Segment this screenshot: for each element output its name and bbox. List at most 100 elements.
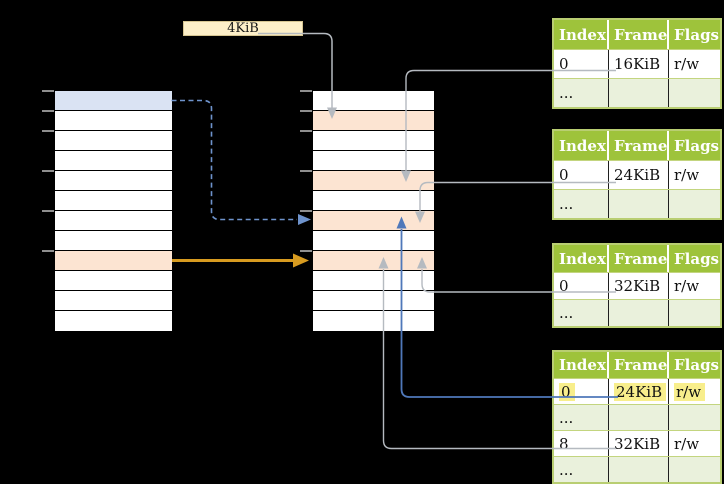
cell-index: ... (554, 190, 609, 218)
highlight-frame: 24KiB (614, 382, 667, 401)
cell-frame: 32KiB (609, 431, 669, 456)
memory-cell (55, 271, 172, 291)
table-row: 8 32KiB r/w (554, 430, 720, 456)
cell-index: ... (554, 79, 609, 107)
cell-frame (609, 79, 669, 107)
address-tick (42, 250, 54, 252)
header-index: Index (554, 352, 609, 378)
cell-index: ... (554, 405, 609, 430)
page-table-4: Index Frame Flags 0 24KiB r/w ... 8 32Ki… (552, 350, 722, 484)
header-index: Index (554, 20, 609, 49)
cell-frame: 32KiB (609, 273, 669, 299)
cell-flags: r/w (674, 166, 700, 184)
header-frame: Frame (609, 245, 669, 272)
cell-flags: r/w (669, 379, 720, 404)
cell-flags (669, 79, 720, 107)
table-header-row: Index Frame Flags (554, 20, 720, 49)
physical-memory-column (312, 90, 435, 332)
highlight-index: 0 (559, 382, 575, 401)
memory-cell (55, 211, 172, 231)
memory-cell (313, 131, 434, 151)
memory-cell (313, 251, 434, 271)
address-tick (300, 210, 312, 212)
header-index: Index (554, 131, 609, 160)
memory-cell (55, 251, 172, 271)
highlight-flags: r/w (674, 382, 706, 401)
table-row-ellipsis: ... (554, 456, 720, 482)
memory-cell (55, 171, 172, 191)
memory-cell (55, 131, 172, 151)
memory-cell (313, 311, 434, 331)
cell-frame: 24KiB (609, 379, 669, 404)
memory-cell (313, 191, 434, 211)
cell-index: 0 (554, 379, 609, 404)
address-tick (42, 90, 54, 92)
cell-flags: r/w (674, 277, 700, 295)
virtual-memory-address-ticks (42, 90, 54, 334)
cell-flags (669, 405, 720, 430)
table-header-row: Index Frame Flags (554, 245, 720, 272)
table-row: 0 32KiB r/w (554, 272, 720, 299)
cell-index: ... (554, 457, 609, 482)
page-table-2: Index Frame Flags 0 24KiB r/w ... (552, 129, 722, 220)
table-row: 0 16KiB r/w (554, 49, 720, 78)
memory-cell (55, 91, 172, 111)
physical-memory-address-ticks (300, 90, 312, 334)
header-flags: Flags (674, 356, 719, 374)
connector-page32kib-to-frame-32kib (172, 253, 309, 268)
cell-index: 0 (554, 273, 609, 299)
table-row-ellipsis: ... (554, 404, 720, 430)
memory-cell (313, 111, 434, 131)
header-frame: Frame (609, 20, 669, 49)
address-tick (42, 170, 54, 172)
cell-frame (609, 405, 669, 430)
table-header-row: Index Frame Flags (554, 352, 720, 378)
header-flags: Flags (674, 249, 719, 268)
address-tick (42, 210, 54, 212)
table-row-ellipsis: ... (554, 299, 720, 326)
cell-index: 0 (554, 50, 609, 78)
cell-index: 8 (554, 431, 609, 456)
memory-cell (313, 291, 434, 311)
memory-cell (55, 111, 172, 131)
address-tick (300, 170, 312, 172)
address-tick (300, 90, 312, 92)
cell-flags (669, 457, 720, 482)
address-tick (300, 130, 312, 132)
cell-index: ... (554, 300, 609, 326)
cell-frame: 24KiB (609, 161, 669, 189)
page-size-label: 4KiB (183, 21, 303, 36)
page-table-1: Index Frame Flags 0 16KiB r/w ... (552, 18, 722, 109)
cell-flags: r/w (674, 434, 700, 453)
page-table-3: Index Frame Flags 0 32KiB r/w ... (552, 243, 722, 328)
table-header-row: Index Frame Flags (554, 131, 720, 160)
memory-cell (313, 271, 434, 291)
cell-frame (609, 190, 669, 218)
cell-frame (609, 300, 669, 326)
connector-page0-to-frame-24kib-dashed (171, 99, 311, 225)
memory-cell (55, 151, 172, 171)
address-tick (42, 130, 54, 132)
memory-cell (313, 231, 434, 251)
memory-cell (55, 231, 172, 251)
memory-cell (55, 291, 172, 311)
cell-flags (669, 190, 720, 218)
address-tick (42, 110, 54, 112)
table-row-ellipsis: ... (554, 78, 720, 107)
header-frame: Frame (609, 131, 669, 160)
cell-frame: 16KiB (609, 50, 669, 78)
header-flags: Flags (674, 25, 719, 44)
memory-cell (55, 191, 172, 211)
header-flags: Flags (674, 136, 719, 155)
cell-index: 0 (554, 161, 609, 189)
table-row-ellipsis: ... (554, 189, 720, 218)
cell-flags: r/w (674, 55, 700, 73)
memory-cell (313, 91, 434, 111)
memory-cell (313, 171, 434, 191)
header-index: Index (554, 245, 609, 272)
memory-cell (313, 151, 434, 171)
table-row-highlighted: 0 24KiB r/w (554, 378, 720, 404)
header-frame: Frame (609, 352, 669, 378)
